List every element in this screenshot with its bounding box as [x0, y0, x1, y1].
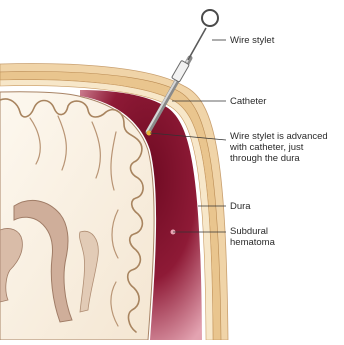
label-wire-stylet: Wire stylet — [230, 35, 274, 46]
label-advanced-line2: with catheter, just — [230, 142, 328, 153]
label-dura: Dura — [230, 201, 251, 212]
label-hematoma-line1: Subdural — [230, 226, 275, 237]
label-advanced-line1: Wire stylet is advanced — [230, 131, 328, 142]
label-hematoma-line2: hematoma — [230, 237, 275, 248]
label-catheter: Catheter — [230, 96, 266, 107]
label-advanced-group: Wire stylet is advanced with catheter, j… — [230, 131, 328, 164]
catheter-hub — [172, 60, 190, 82]
wire-stylet-shaft — [188, 28, 206, 60]
wire-stylet-loop — [202, 10, 218, 26]
label-advanced-line3: through the dura — [230, 153, 328, 164]
label-hematoma-group: Subdural hematoma — [230, 226, 275, 248]
